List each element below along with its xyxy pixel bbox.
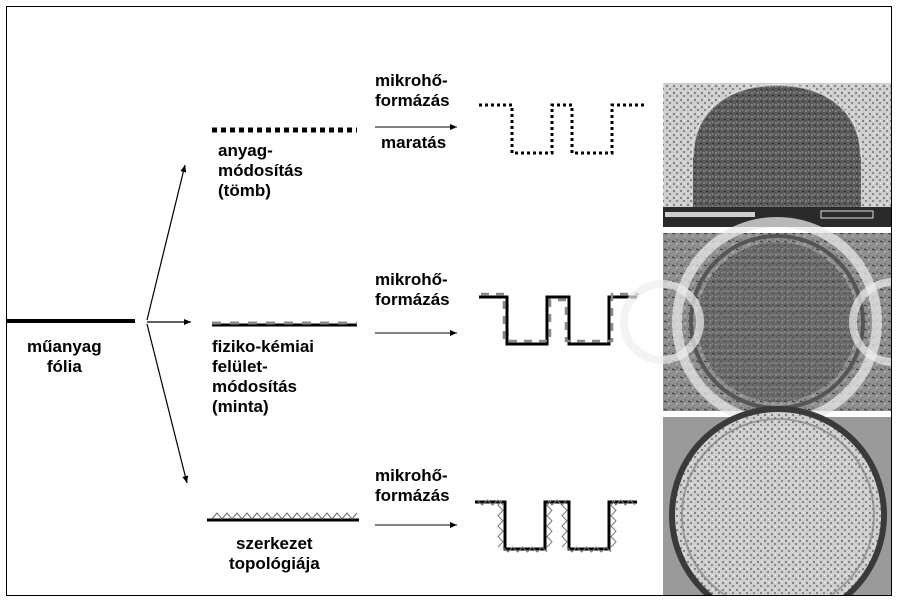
source-label: műanyag fólia xyxy=(27,337,102,377)
topology-film-texture xyxy=(212,513,357,519)
topology-process-label-top: mikrohő- formázás xyxy=(375,466,450,506)
photo-bulk-sem xyxy=(663,83,892,227)
arrow-to-bulk xyxy=(147,165,185,320)
arrow-to-topology xyxy=(147,324,187,483)
bulk-process-label-top: mikrohő- formázás xyxy=(375,71,450,111)
surface-formed-profile xyxy=(479,297,637,344)
topology-formed-profile xyxy=(475,502,637,549)
photo-topology xyxy=(663,409,892,596)
surface-formed-pattern xyxy=(481,294,639,341)
bulk-process-label-bottom: maratás xyxy=(381,133,446,153)
topology-modification-label: szerkezet topológiája xyxy=(229,534,320,574)
surface-modification-label: fiziko-kémiai felület- módosítás (minta) xyxy=(212,337,314,417)
topology-formed-texture xyxy=(477,500,635,552)
bulk-formed-profile xyxy=(479,105,647,153)
photo-surface-pattern xyxy=(624,222,892,422)
diagram-frame: műanyag fólia anyag- módosítás (tömb) mi… xyxy=(6,6,892,596)
surface-process-label-top: mikrohő- formázás xyxy=(375,270,450,310)
bulk-modification-label: anyag- módosítás (tömb) xyxy=(218,141,303,201)
